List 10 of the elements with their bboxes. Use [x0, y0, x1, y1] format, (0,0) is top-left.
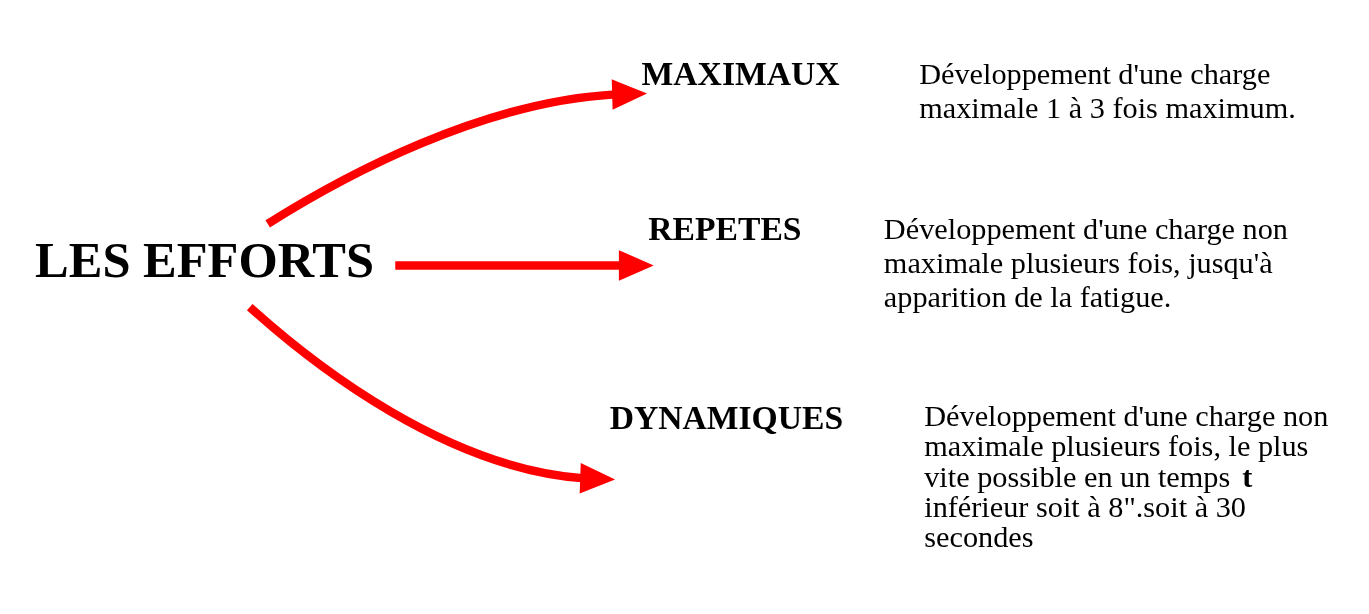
arrow	[265, 78, 648, 227]
node-text: REPETES	[648, 209, 802, 247]
node-text: DYNAMIQUES	[609, 398, 844, 436]
node-text: MAXIMAUX	[641, 54, 840, 92]
node-text: LES EFFORTS	[35, 231, 375, 288]
arrow	[246, 303, 616, 493]
node-label: Développement d'une charge maximale 1 à 3 fois maximum.	[919, 56, 1296, 125]
node-label: Développement d'une charge non maximale plusieurs fois, jusqu'à apparition de la fatigue.	[883, 211, 1288, 313]
node-label: Développement d'une charge non maximale plusieurs fois, le plus vite possible en un temps t inférieur soit à 8".soit à 30 secondes	[924, 398, 1329, 554]
arrow	[395, 249, 654, 281]
